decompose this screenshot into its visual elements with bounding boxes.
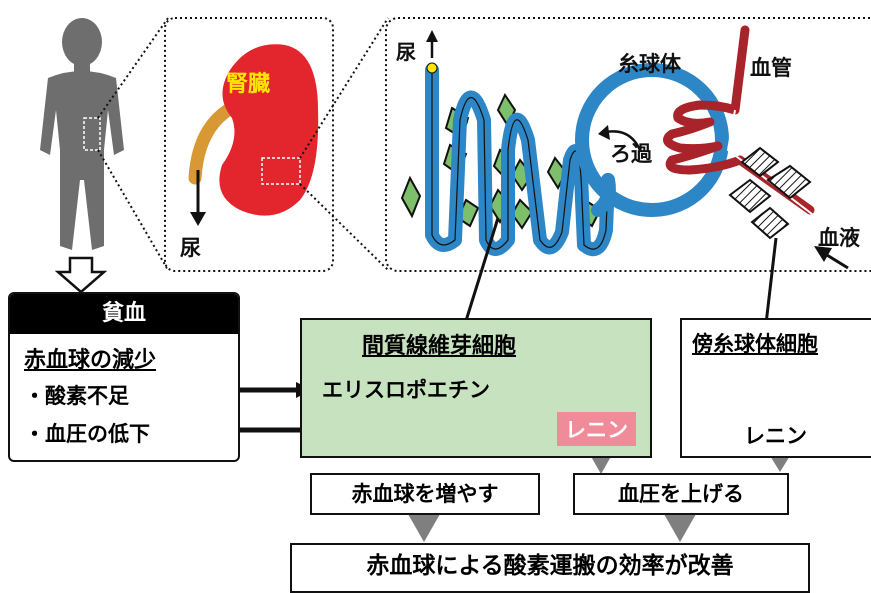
filtration-label: ろ過 xyxy=(610,142,652,166)
anemia-subtitle: 赤血球の減少 xyxy=(24,348,157,373)
urine-arrow-icon xyxy=(190,212,206,226)
blood-vessel xyxy=(730,25,750,115)
erythropoietin-label: エリスロポエチン xyxy=(322,378,490,402)
increase-rbc-text: 赤血球を増やす xyxy=(351,482,499,506)
glomerulus-label: 糸球体 xyxy=(618,52,681,76)
anemia-box: 貧血 赤血球の減少 ・酸素不足 ・血圧の低下 xyxy=(8,292,240,462)
anemia-item-blood-pressure: ・血圧の低下 xyxy=(24,422,150,446)
renin-badge-fibroblast: レニン xyxy=(557,412,636,446)
anemia-item-oxygen: ・酸素不足 xyxy=(24,384,129,408)
urine-label-kidney: 尿 xyxy=(180,236,201,260)
juxtaglomerular-box: 傍糸球体細胞 レニン xyxy=(680,318,871,458)
raise-bp-box: 血圧を上げる xyxy=(573,473,789,515)
blood-vessel-label: 血管 xyxy=(750,56,792,80)
bowman-capsule xyxy=(575,63,729,217)
kidney-zoom-marker xyxy=(261,157,301,185)
oxygen-transport-text: 赤血球による酸素運搬の効率が改善 xyxy=(366,553,734,579)
urine-label-nephron: 尿 xyxy=(396,40,416,64)
kidney-label: 腎臓 xyxy=(226,72,271,97)
renin-label-juxtaglomerular: レニン xyxy=(744,424,807,448)
increase-rbc-box: 赤血球を増やす xyxy=(310,473,540,515)
blood-label: 血液 xyxy=(818,226,860,250)
kidney-shape xyxy=(219,44,319,216)
juxtaglomerular-title: 傍糸球体細胞 xyxy=(692,332,818,356)
human-body-icon xyxy=(40,18,124,250)
filtration-arrow-icon xyxy=(605,130,642,151)
urine-up-arrow-icon xyxy=(426,30,438,42)
interstitial-fibroblast-box: 間質線維芽細胞 エリスロポエチン レニン xyxy=(300,318,652,458)
raise-bp-text: 血圧を上げる xyxy=(618,482,744,506)
ureter xyxy=(188,103,235,185)
fibroblast-title: 間質線維芽細胞 xyxy=(362,334,517,359)
anemia-title: 貧血 xyxy=(10,294,238,334)
kidney-region-marker xyxy=(83,117,101,151)
juxtaglomerular-cells xyxy=(728,146,812,240)
down-hollow-arrow-icon xyxy=(54,256,108,294)
oxygen-transport-box: 赤血球による酸素運搬の効率が改善 xyxy=(290,543,810,593)
blood-inflow-arrow-icon xyxy=(814,246,832,262)
glomerular-capillary xyxy=(663,100,815,215)
